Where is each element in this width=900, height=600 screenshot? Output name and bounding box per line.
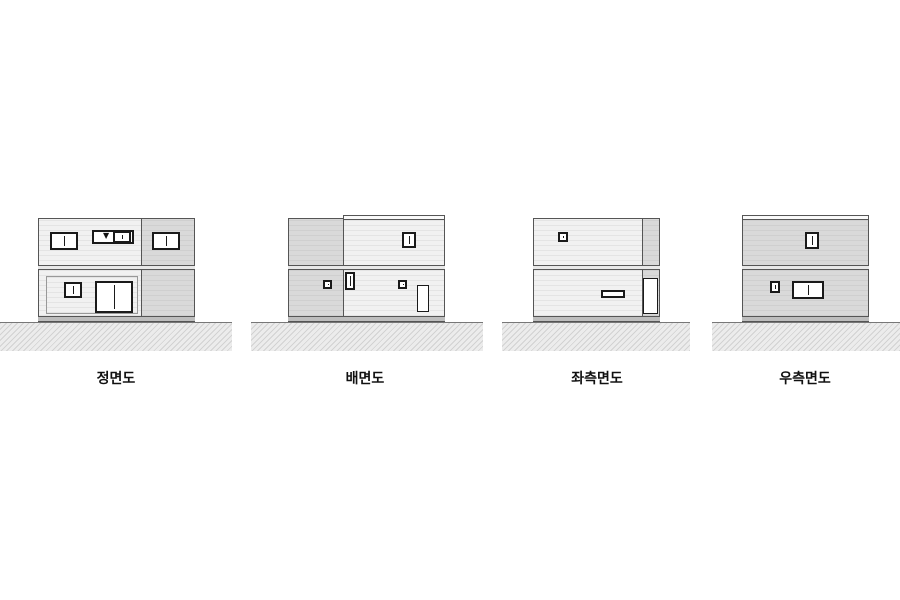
window [402,232,416,248]
door [643,278,658,314]
window [398,280,407,289]
window [770,281,780,293]
parapet [742,215,869,220]
window [64,282,82,298]
base [533,316,660,321]
window [792,281,824,299]
base [742,316,869,321]
rear-wall-right [343,218,445,322]
ground-rear [251,322,483,351]
right-wall [742,218,869,322]
arrow-down-icon: ▼ [103,231,110,240]
base [38,316,195,321]
sliding-door [95,281,133,313]
window [345,272,355,290]
floor-band [288,265,445,270]
floor-band [742,265,869,270]
window [601,290,625,298]
ground-front [0,322,232,351]
caption: 우측면도 [779,371,831,387]
parapet [343,215,445,220]
window [805,232,819,249]
rear-wall-left [288,218,344,322]
window [323,280,332,289]
caption: 좌측면도 [571,371,623,387]
base [288,316,445,321]
floor-band [533,265,660,270]
ground-right [712,322,900,351]
caption: 배면도 [345,371,385,387]
floor-band [38,265,195,270]
caption: 정면도 [96,371,136,387]
door [417,285,429,312]
window [558,232,568,242]
window [113,231,131,243]
window [152,232,180,250]
window [50,232,78,250]
ground-left [502,322,690,351]
left-wall-main [533,218,643,322]
